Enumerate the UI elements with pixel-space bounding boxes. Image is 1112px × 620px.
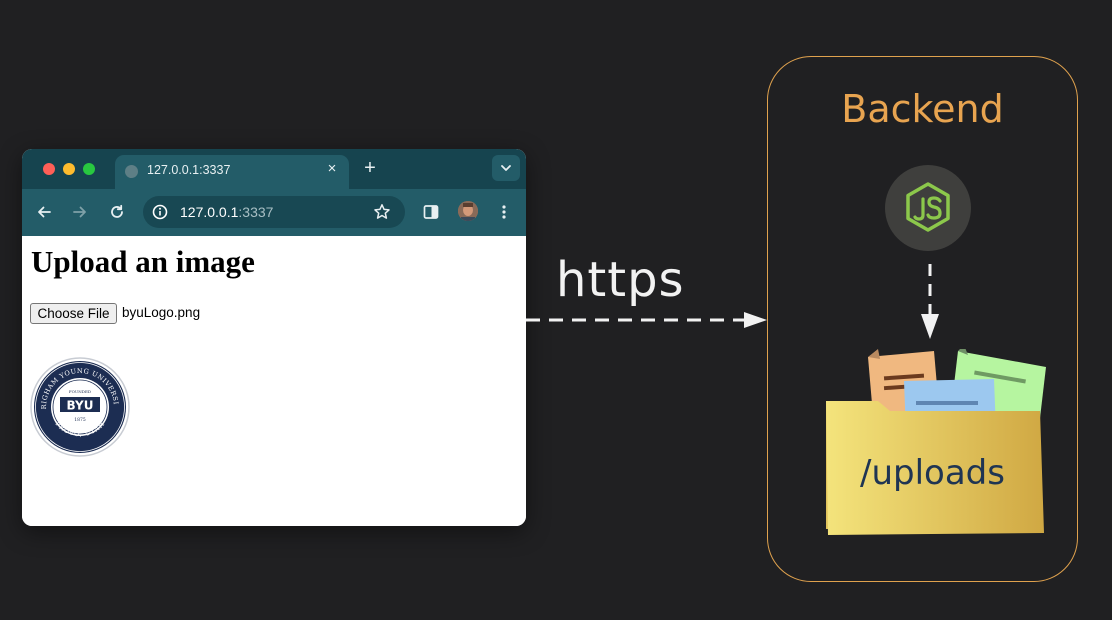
arrow-left-icon [38, 206, 51, 218]
browser-tab[interactable]: 127.0.0.1:3337 × [115, 155, 349, 189]
arrow-right-icon [73, 206, 86, 218]
close-window-button[interactable] [43, 163, 55, 175]
more-vert-icon [502, 205, 506, 219]
profile-avatar-icon [458, 201, 478, 221]
info-icon[interactable] [152, 204, 168, 220]
globe-icon [125, 165, 138, 178]
tab-search-button[interactable] [492, 155, 520, 181]
browser-window: 127.0.0.1:3337 × + [22, 149, 526, 526]
uploads-folder-label: /uploads [860, 453, 1005, 493]
new-tab-button[interactable]: + [364, 157, 376, 179]
selected-file-name: byuLogo.png [122, 305, 201, 320]
tab-close-icon[interactable]: × [327, 160, 337, 177]
reload-icon [111, 204, 123, 218]
tab-strip: 127.0.0.1:3337 × + [22, 149, 526, 189]
back-button[interactable] [33, 201, 55, 223]
backend-box: Backend /uploads [767, 56, 1078, 582]
reload-button[interactable] [106, 201, 128, 223]
page-title: Upload an image [31, 244, 255, 279]
side-panel-button[interactable] [420, 201, 442, 223]
folder-icon [826, 349, 1046, 535]
choose-file-button[interactable]: Choose File [30, 303, 117, 324]
tab-title: 127.0.0.1:3337 [147, 163, 231, 177]
nodejs-icon [885, 165, 971, 251]
star-icon[interactable] [373, 203, 391, 221]
minimize-window-button[interactable] [63, 163, 75, 175]
forward-button[interactable] [69, 201, 91, 223]
chevron-down-icon [501, 165, 511, 171]
down-arrow [921, 264, 939, 339]
browser-menu-button[interactable] [493, 201, 515, 223]
page-content: Upload an image Choose File byuLogo.png … [22, 236, 526, 526]
byu-seal-image: BRIGHAM YOUNG UNIVERSITY PROVO, UTAH FOU… [30, 357, 130, 457]
https-arrow [526, 312, 767, 328]
maximize-window-button[interactable] [83, 163, 95, 175]
browser-toolbar: 127.0.0.1:3337 [22, 189, 526, 236]
svg-text:1875: 1875 [74, 417, 86, 423]
address-bar[interactable]: 127.0.0.1:3337 [143, 196, 405, 228]
svg-text:BYU: BYU [67, 399, 94, 413]
backend-title: Backend [841, 87, 1004, 131]
svg-text:FOUNDED: FOUNDED [69, 389, 91, 394]
avatar[interactable] [458, 201, 478, 221]
side-panel-icon [423, 205, 439, 219]
address-url: 127.0.0.1:3337 [180, 204, 274, 220]
https-label: https [556, 252, 685, 308]
